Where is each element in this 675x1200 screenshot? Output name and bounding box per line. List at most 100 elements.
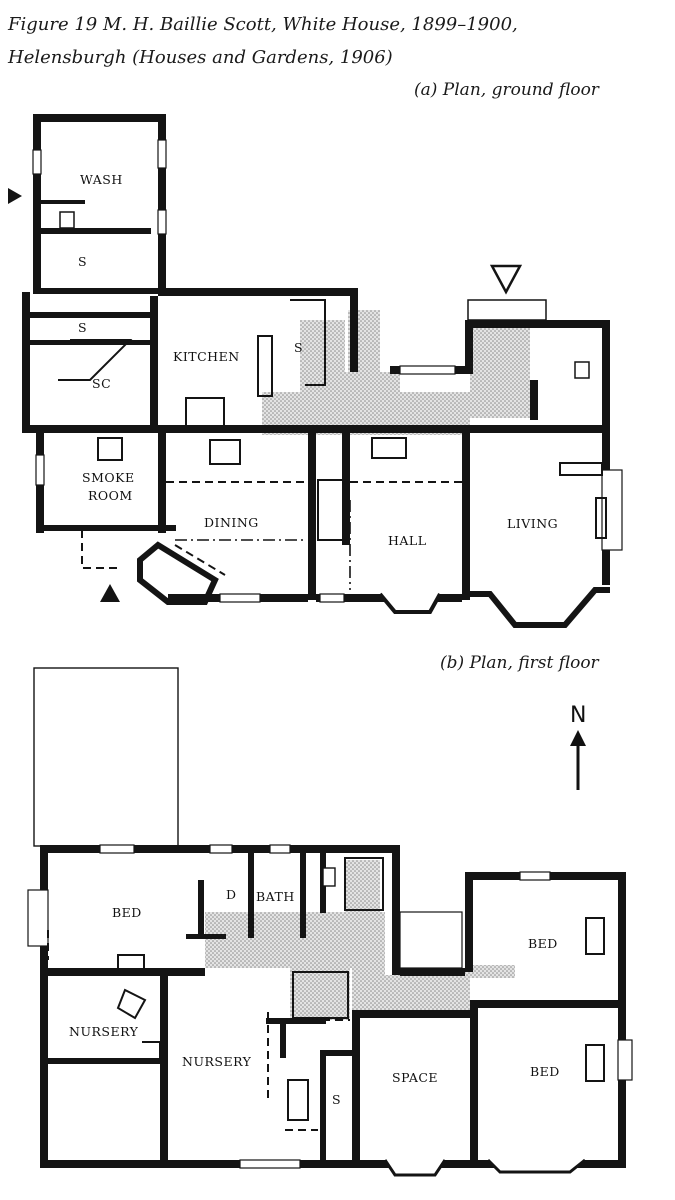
wall (30, 312, 150, 318)
first-floor-plan (27, 667, 633, 1177)
wall (470, 1000, 478, 1163)
stair (344, 857, 384, 911)
window-bay (27, 889, 49, 947)
bay-window (378, 592, 442, 614)
fixture (257, 335, 273, 397)
toilet-fixture (322, 867, 336, 887)
dashed-line (81, 530, 120, 569)
window (35, 454, 45, 486)
entrance-arrow-top (489, 264, 523, 295)
room-label-d: D (226, 887, 237, 902)
fireplace (585, 917, 605, 955)
lower-roof-outline (33, 667, 179, 847)
window (219, 593, 261, 603)
fireplace (371, 437, 407, 459)
fixture (116, 988, 147, 1020)
window (319, 593, 345, 603)
room-label-s-ground-3: S (294, 340, 303, 355)
entrance-arrow-bottom (100, 584, 120, 602)
wall (462, 425, 470, 600)
wall (150, 296, 158, 426)
wall (465, 320, 473, 374)
wall (22, 425, 492, 433)
window (99, 844, 135, 854)
fixture (287, 1079, 309, 1121)
wall (320, 1050, 326, 1163)
toilet-fixture (59, 211, 75, 229)
entrance-arrow-left (8, 188, 22, 204)
room-label-s-ground-1: S (78, 254, 87, 269)
stair (317, 479, 345, 541)
flat-roof (399, 911, 463, 969)
range (185, 397, 225, 427)
wall (392, 845, 400, 975)
wall (465, 320, 610, 328)
wall (602, 320, 610, 430)
wall (36, 525, 176, 531)
first-stair-well (290, 968, 350, 1020)
wall (33, 114, 41, 294)
window (32, 149, 42, 175)
window (157, 139, 167, 169)
room-label-nursery-2: NURSERY (182, 1054, 252, 1069)
fireplace (585, 1044, 605, 1082)
wall (400, 968, 465, 976)
porch-step (467, 299, 547, 321)
window (269, 844, 291, 854)
bay-window (383, 1159, 447, 1177)
first-floor-subtitle: (b) Plan, first floor (440, 653, 599, 673)
wall (30, 340, 150, 345)
bay-window (137, 541, 219, 605)
room-label-s-first: S (332, 1092, 341, 1107)
toilet-fixture (574, 361, 590, 379)
wall (350, 288, 358, 372)
wall (41, 228, 151, 234)
figure-caption-line1: Figure 19 M. H. Baillie Scott, White Hou… (8, 14, 518, 35)
room-label-s-ground-2: S (78, 320, 87, 335)
wall (300, 853, 306, 938)
wall (41, 200, 85, 204)
wall (530, 380, 538, 420)
room-label-sc: SC (92, 376, 111, 391)
wall (40, 845, 48, 1165)
wall (470, 1000, 618, 1008)
wall (470, 425, 610, 433)
wall (266, 1018, 326, 1024)
wall (198, 880, 204, 938)
room-label-space: SPACE (392, 1070, 438, 1085)
room-label-kitchen: KITCHEN (173, 349, 240, 364)
wall (308, 425, 316, 600)
wall (186, 934, 226, 939)
ground-floor-plan (8, 114, 623, 628)
fireplace (209, 439, 241, 465)
room-label-bath: BATH (256, 889, 295, 904)
window (617, 1039, 633, 1081)
partition (290, 299, 326, 386)
wall (320, 1050, 352, 1056)
window (239, 1159, 301, 1169)
stair (292, 971, 349, 1019)
wall (158, 114, 166, 294)
wall (160, 968, 168, 1163)
wall (248, 853, 254, 938)
bay-window (486, 1158, 586, 1174)
wall (22, 292, 30, 432)
bay-window (470, 587, 610, 628)
room-label-bed-3: BED (530, 1064, 560, 1079)
room-label-bed-2: BED (528, 936, 558, 951)
fireplace (117, 954, 145, 972)
room-label-room: ROOM (88, 488, 133, 503)
window (519, 871, 551, 881)
wall (33, 114, 166, 122)
wall (280, 1018, 286, 1058)
window (157, 209, 167, 235)
wall (33, 288, 158, 294)
wall (158, 433, 166, 533)
wall (618, 872, 626, 1168)
wall (158, 288, 358, 296)
wall (352, 1010, 477, 1018)
fireplace (559, 462, 603, 476)
room-label-bed-1: BED (112, 905, 142, 920)
wall (342, 425, 350, 545)
